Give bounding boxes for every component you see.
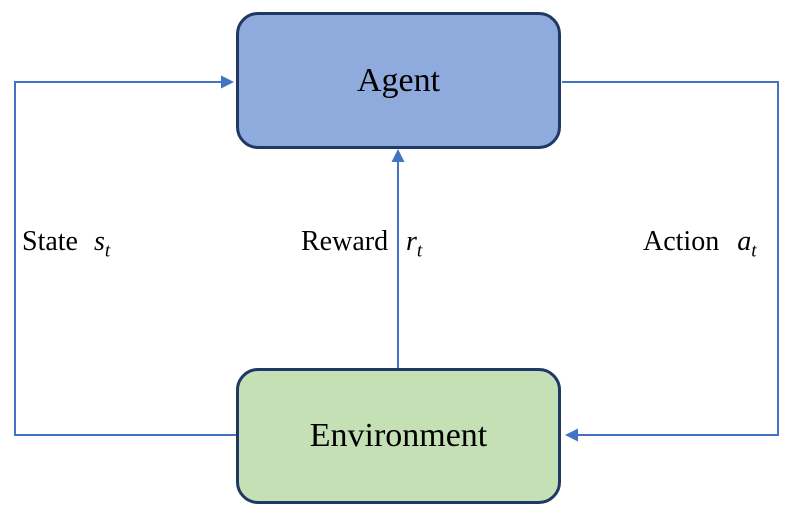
state-label-word: State (22, 226, 78, 257)
action-arrow (562, 81, 779, 442)
state-subscript: t (104, 240, 111, 262)
action-subscript: t (751, 240, 757, 262)
action-arrowhead-icon (565, 428, 578, 442)
reward-symbol: r (406, 226, 417, 257)
action-symbol: a (737, 226, 752, 257)
environment-node: Environment (236, 368, 561, 504)
environment-node-label: Environment (309, 417, 488, 454)
agent-node: Agent (236, 12, 561, 149)
agent-node-label: Agent (356, 61, 441, 99)
state-arrowhead-icon (221, 75, 234, 89)
reward-arrowhead-icon (391, 149, 405, 162)
reward-edge-label: Reward (301, 224, 388, 260)
reward-arrow (391, 149, 405, 368)
reward-edge-symbol: rt (406, 224, 422, 270)
reward-label-word: Reward (301, 226, 389, 257)
reward-subscript: t (416, 240, 423, 262)
state-symbol: s (94, 226, 105, 257)
state-arrow (14, 75, 236, 436)
action-label-word: Action (643, 226, 720, 257)
